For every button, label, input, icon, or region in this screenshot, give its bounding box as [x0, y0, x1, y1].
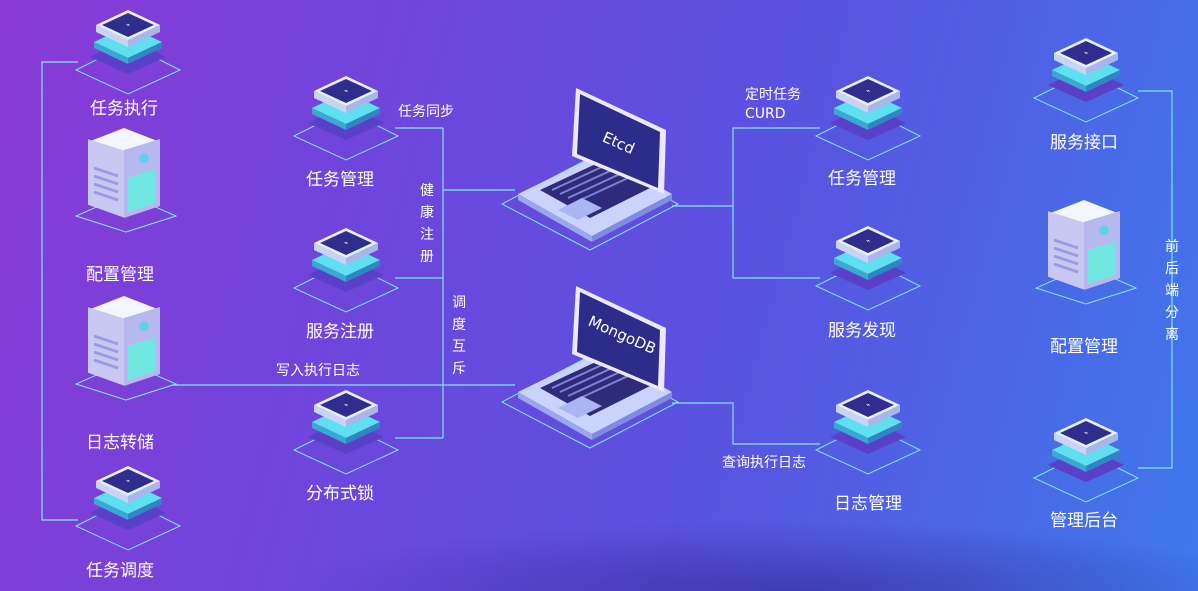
service-disc-label: 服务发现 [828, 321, 896, 341]
svg-text:⌁: ⌁ [126, 21, 130, 29]
health-reg-label: 健康注册 [420, 183, 434, 265]
task-mgmt-right-label: 任务管理 [828, 169, 896, 189]
laptop-icon [500, 88, 680, 251]
server-icon [74, 296, 178, 401]
etcd-right-bracket-line [732, 127, 820, 279]
svg-text:⌁: ⌁ [344, 401, 348, 409]
config-left-server [72, 128, 180, 233]
log-store-server [72, 296, 180, 401]
config-right-server [1032, 200, 1140, 305]
server-icon [74, 128, 178, 233]
task-sched-label: 任务调度 [86, 561, 154, 581]
svg-text:⌁: ⌁ [1084, 49, 1088, 57]
service-api-node: ⌁ [1032, 38, 1140, 123]
stack-icon: ⌁ [1032, 418, 1140, 503]
svg-text:⌁: ⌁ [126, 477, 130, 485]
svg-text:⌁: ⌁ [1084, 429, 1088, 437]
task-exec-node: ⌁ [74, 10, 182, 95]
mongodb-laptop: MongoDB [500, 282, 680, 450]
svg-text:⌁: ⌁ [344, 239, 348, 247]
task-mgmt-right-node: ⌁ [814, 76, 922, 161]
etcd-laptop: Etcd [500, 84, 680, 252]
left-bracket-line [41, 61, 78, 521]
write-log-label: 写入执行日志 [276, 363, 360, 379]
log-store-label: 日志转储 [86, 433, 154, 453]
stack-icon: ⌁ [292, 76, 400, 161]
svg-text:⌁: ⌁ [866, 237, 870, 245]
timed-task-label-2: CURD [745, 106, 786, 122]
service-reg-label: 服务注册 [306, 322, 374, 342]
log-mgmt-node: ⌁ [814, 390, 922, 475]
task-sched-node: ⌁ [74, 466, 182, 551]
log-mgmt-label: 日志管理 [834, 494, 902, 514]
server-icon [1034, 200, 1138, 305]
task-sync-label: 任务同步 [398, 104, 454, 120]
stack-icon: ⌁ [292, 390, 400, 475]
service-api-label: 服务接口 [1050, 133, 1118, 153]
dist-lock-label: 分布式锁 [306, 484, 374, 504]
sched-mutex-label: 调度互斥 [452, 295, 466, 377]
stack-icon: ⌁ [814, 390, 922, 475]
service-disc-node: ⌁ [814, 226, 922, 311]
laptop-icon [500, 286, 680, 449]
right-bracket-line [1138, 90, 1173, 469]
fe-be-sep-label: 前后端分离 [1165, 239, 1179, 343]
task-exec-label: 任务执行 [90, 99, 158, 119]
timed-task-label-1: 定时任务 [745, 87, 801, 103]
task-mgmt-mid-node: ⌁ [292, 76, 400, 161]
svg-text:⌁: ⌁ [866, 87, 870, 95]
stack-icon: ⌁ [74, 10, 182, 95]
stack-icon: ⌁ [814, 76, 922, 161]
query-log-label: 查询执行日志 [722, 455, 806, 471]
task-mgmt-mid-label: 任务管理 [306, 170, 374, 190]
dist-lock-node: ⌁ [292, 390, 400, 475]
stack-icon: ⌁ [1032, 38, 1140, 123]
admin-backend-node: ⌁ [1032, 418, 1140, 503]
stack-icon: ⌁ [74, 466, 182, 551]
svg-text:⌁: ⌁ [344, 87, 348, 95]
config-left-label: 配置管理 [86, 265, 154, 285]
svg-text:⌁: ⌁ [866, 401, 870, 409]
admin-backend-label: 管理后台 [1050, 511, 1118, 531]
mongodb-to-logmgmt-line [672, 402, 820, 445]
config-right-label: 配置管理 [1050, 337, 1118, 357]
service-reg-node: ⌁ [292, 228, 400, 313]
stack-icon: ⌁ [292, 228, 400, 313]
stack-icon: ⌁ [814, 226, 922, 311]
